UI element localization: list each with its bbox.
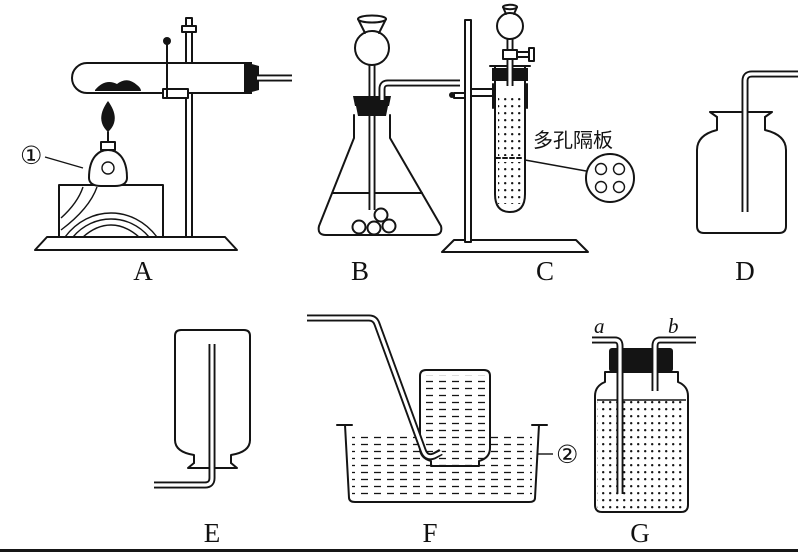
apparatus-e-diagram — [153, 329, 251, 489]
water-callout-label: ② — [556, 440, 578, 469]
horizontal-test-tube — [71, 62, 259, 94]
delivery-tube — [741, 70, 798, 212]
callout-1: ① — [20, 141, 84, 170]
porous-partition-detail: 多孔隔板 — [524, 129, 635, 203]
stopper — [356, 106, 388, 116]
iron-stand — [441, 19, 589, 253]
clamp — [470, 83, 528, 109]
port-b-label: b — [668, 314, 679, 338]
port-a-label: a — [594, 314, 605, 338]
gas-washing-bottle — [594, 348, 689, 513]
delivery-tube — [306, 314, 443, 461]
label-apparatus-g: G — [630, 518, 650, 548]
callout-2: ② — [537, 440, 578, 469]
delivery-tube — [378, 79, 461, 100]
conical-flask — [317, 114, 443, 236]
long-inlet-tube — [591, 336, 624, 494]
gas-jar — [696, 111, 787, 234]
water-in-bottle — [424, 375, 486, 459]
label-apparatus-b: B — [350, 256, 369, 286]
flame-icon — [101, 101, 115, 132]
clamp — [162, 37, 189, 99]
liquid — [597, 400, 686, 510]
wood-block — [58, 184, 164, 238]
liquid — [498, 162, 522, 204]
ball-funnel-with-stopcock — [496, 3, 535, 86]
porous-partition-label: 多孔隔板 — [533, 129, 613, 152]
solid-reagent — [95, 80, 141, 91]
thistle-funnel — [353, 14, 391, 211]
alcohol-lamp — [88, 101, 128, 187]
apparatus-b-diagram — [317, 14, 461, 236]
label-apparatus-d: D — [735, 256, 755, 286]
apparatus-a-diagram: ① — [20, 17, 294, 251]
short-outlet-tube — [651, 336, 697, 391]
apparatus-c-diagram: 多孔隔板 — [441, 3, 635, 253]
label-apparatus-c: C — [535, 256, 554, 286]
apparatus-g-diagram: a b — [591, 314, 697, 513]
delivery-tube — [153, 344, 216, 489]
stopper — [244, 62, 259, 94]
label-apparatus-f: F — [422, 518, 438, 548]
apparatus-d-diagram — [696, 70, 798, 234]
test-tube — [489, 65, 531, 213]
label-apparatus-a: A — [133, 256, 153, 286]
inverted-gas-jar — [174, 329, 251, 469]
water-in-neck — [432, 459, 478, 465]
label-apparatus-e: E — [203, 518, 221, 548]
inverted-collecting-bottle — [419, 369, 491, 467]
apparatus-f-diagram: ② — [306, 314, 578, 503]
lamp-callout-label: ① — [20, 141, 42, 170]
granules — [498, 98, 522, 156]
solid-granules — [351, 207, 397, 236]
iron-stand — [34, 17, 238, 251]
